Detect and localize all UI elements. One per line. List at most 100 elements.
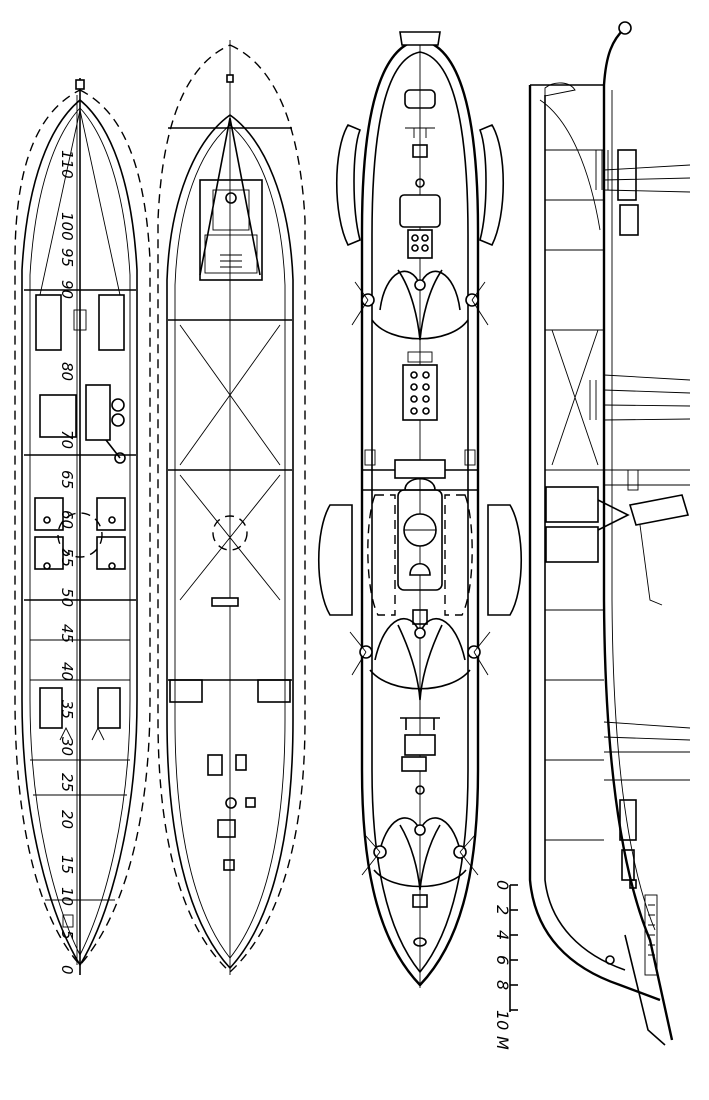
- bridge-wing: [627, 469, 639, 491]
- midship-rigging: [603, 374, 691, 421]
- skylight-port: [410, 407, 418, 415]
- davit-guy-lines: [361, 834, 479, 876]
- shaft-link: [105, 439, 121, 459]
- skylight-port: [410, 383, 418, 391]
- forward-vent: [412, 144, 428, 158]
- davit-socket: [414, 279, 426, 291]
- forecastle-house: [199, 179, 263, 281]
- davit-arm: [597, 499, 630, 531]
- frame-number-label: 70: [58, 430, 76, 449]
- skylight-port: [422, 371, 430, 379]
- davit-curves: [397, 624, 443, 701]
- side-profile-view: [528, 21, 691, 1046]
- aft-deckhouse: [619, 799, 637, 841]
- shaft-coupling: [114, 452, 126, 464]
- quarter-deck-house: [169, 679, 203, 703]
- hatch-cross-aft: [179, 474, 281, 601]
- sheer-curve: [539, 99, 601, 231]
- hold-plan-dashed-outline: [14, 89, 151, 967]
- forecastle-room: [212, 189, 250, 231]
- scale-unit: M: [493, 1036, 512, 1050]
- port-light: [411, 244, 419, 252]
- forward-hatch: [404, 89, 436, 109]
- valve-icon: [43, 562, 51, 570]
- grating-icon: [220, 254, 242, 268]
- frame-number-label: 10: [58, 887, 76, 906]
- engine-skylight-grid: [402, 364, 438, 421]
- frame-number-label: 50: [58, 588, 76, 607]
- frame-number-label: 60: [58, 510, 76, 529]
- davit-guy-lines: [349, 631, 491, 676]
- skylight-port: [410, 395, 418, 403]
- aft-bitts: [400, 717, 440, 730]
- engine-cylinder: [111, 398, 125, 412]
- boat-stowed-port: [367, 494, 396, 616]
- midship-shrouds: [589, 380, 597, 420]
- engine-unit: [85, 384, 111, 441]
- frame-number-label: 110: [58, 150, 76, 179]
- frame-number-label: 5: [58, 930, 76, 940]
- steering-box: [401, 756, 427, 772]
- funnel-stay: [639, 524, 663, 606]
- engine-cylinder: [111, 413, 125, 427]
- frame-number-label: 20: [58, 810, 76, 829]
- bow-framing-lines: [39, 109, 121, 296]
- frame-number-label: 95: [58, 248, 76, 267]
- forward-deckhouse-lower: [619, 204, 639, 236]
- frame-number-label: 65: [58, 470, 76, 489]
- valve-icon: [108, 516, 116, 524]
- scale-label: 2: [493, 905, 512, 915]
- aft-fittings: [59, 726, 105, 741]
- forward-rigging: [603, 164, 691, 193]
- engine-room-block: [39, 394, 77, 438]
- profile-hull-outline: [528, 27, 674, 1041]
- funnel-casing: [397, 489, 443, 591]
- skylight-port: [422, 407, 430, 415]
- stern-hawse: [413, 937, 427, 947]
- aft-bitt: [235, 754, 247, 771]
- davit-socket: [414, 627, 426, 639]
- skylight-port: [422, 395, 430, 403]
- boiler-tank: [34, 497, 64, 531]
- boiler-dashed-circle: [57, 512, 103, 558]
- skylight-port: [422, 383, 430, 391]
- rudder-ribs: [648, 904, 655, 956]
- quarter-deck-house: [257, 679, 291, 703]
- boat-starboard-midship: [487, 504, 522, 616]
- profile-jack: [618, 21, 632, 35]
- forepeak-compartment: [98, 294, 125, 351]
- profile-boat-lower: [545, 526, 599, 563]
- valve-icon: [108, 562, 116, 570]
- davit-guy-lines: [351, 281, 489, 326]
- frame-number-label: 45: [58, 624, 76, 643]
- deckhouse-forward: [399, 194, 441, 228]
- bridge-ladder: [364, 449, 376, 466]
- davit-socket: [414, 824, 426, 836]
- stern-vent: [412, 894, 428, 908]
- frame-number-label: 30: [58, 737, 76, 756]
- aft-mast-step: [415, 785, 425, 795]
- frame-number-label: 80: [58, 362, 76, 381]
- aft-rigging: [603, 721, 691, 753]
- stern-light: [629, 879, 637, 889]
- hatch-circle: [225, 192, 237, 204]
- profile-hatch-cross: [551, 329, 599, 466]
- scale-label-last: 10: [493, 1010, 512, 1030]
- skylight-port: [410, 371, 418, 379]
- wheelhouse: [394, 459, 446, 479]
- skylight: [211, 597, 239, 607]
- frame-number-label: 40: [58, 662, 76, 681]
- port-light: [421, 244, 429, 252]
- skylight-small: [407, 351, 433, 363]
- propeller-shaft: [624, 934, 666, 1046]
- vent-cowl: [409, 562, 431, 576]
- rudder: [644, 894, 658, 976]
- boiler-tank: [96, 497, 126, 531]
- valve-icon: [43, 516, 51, 524]
- frame-number-label: 100: [58, 212, 76, 241]
